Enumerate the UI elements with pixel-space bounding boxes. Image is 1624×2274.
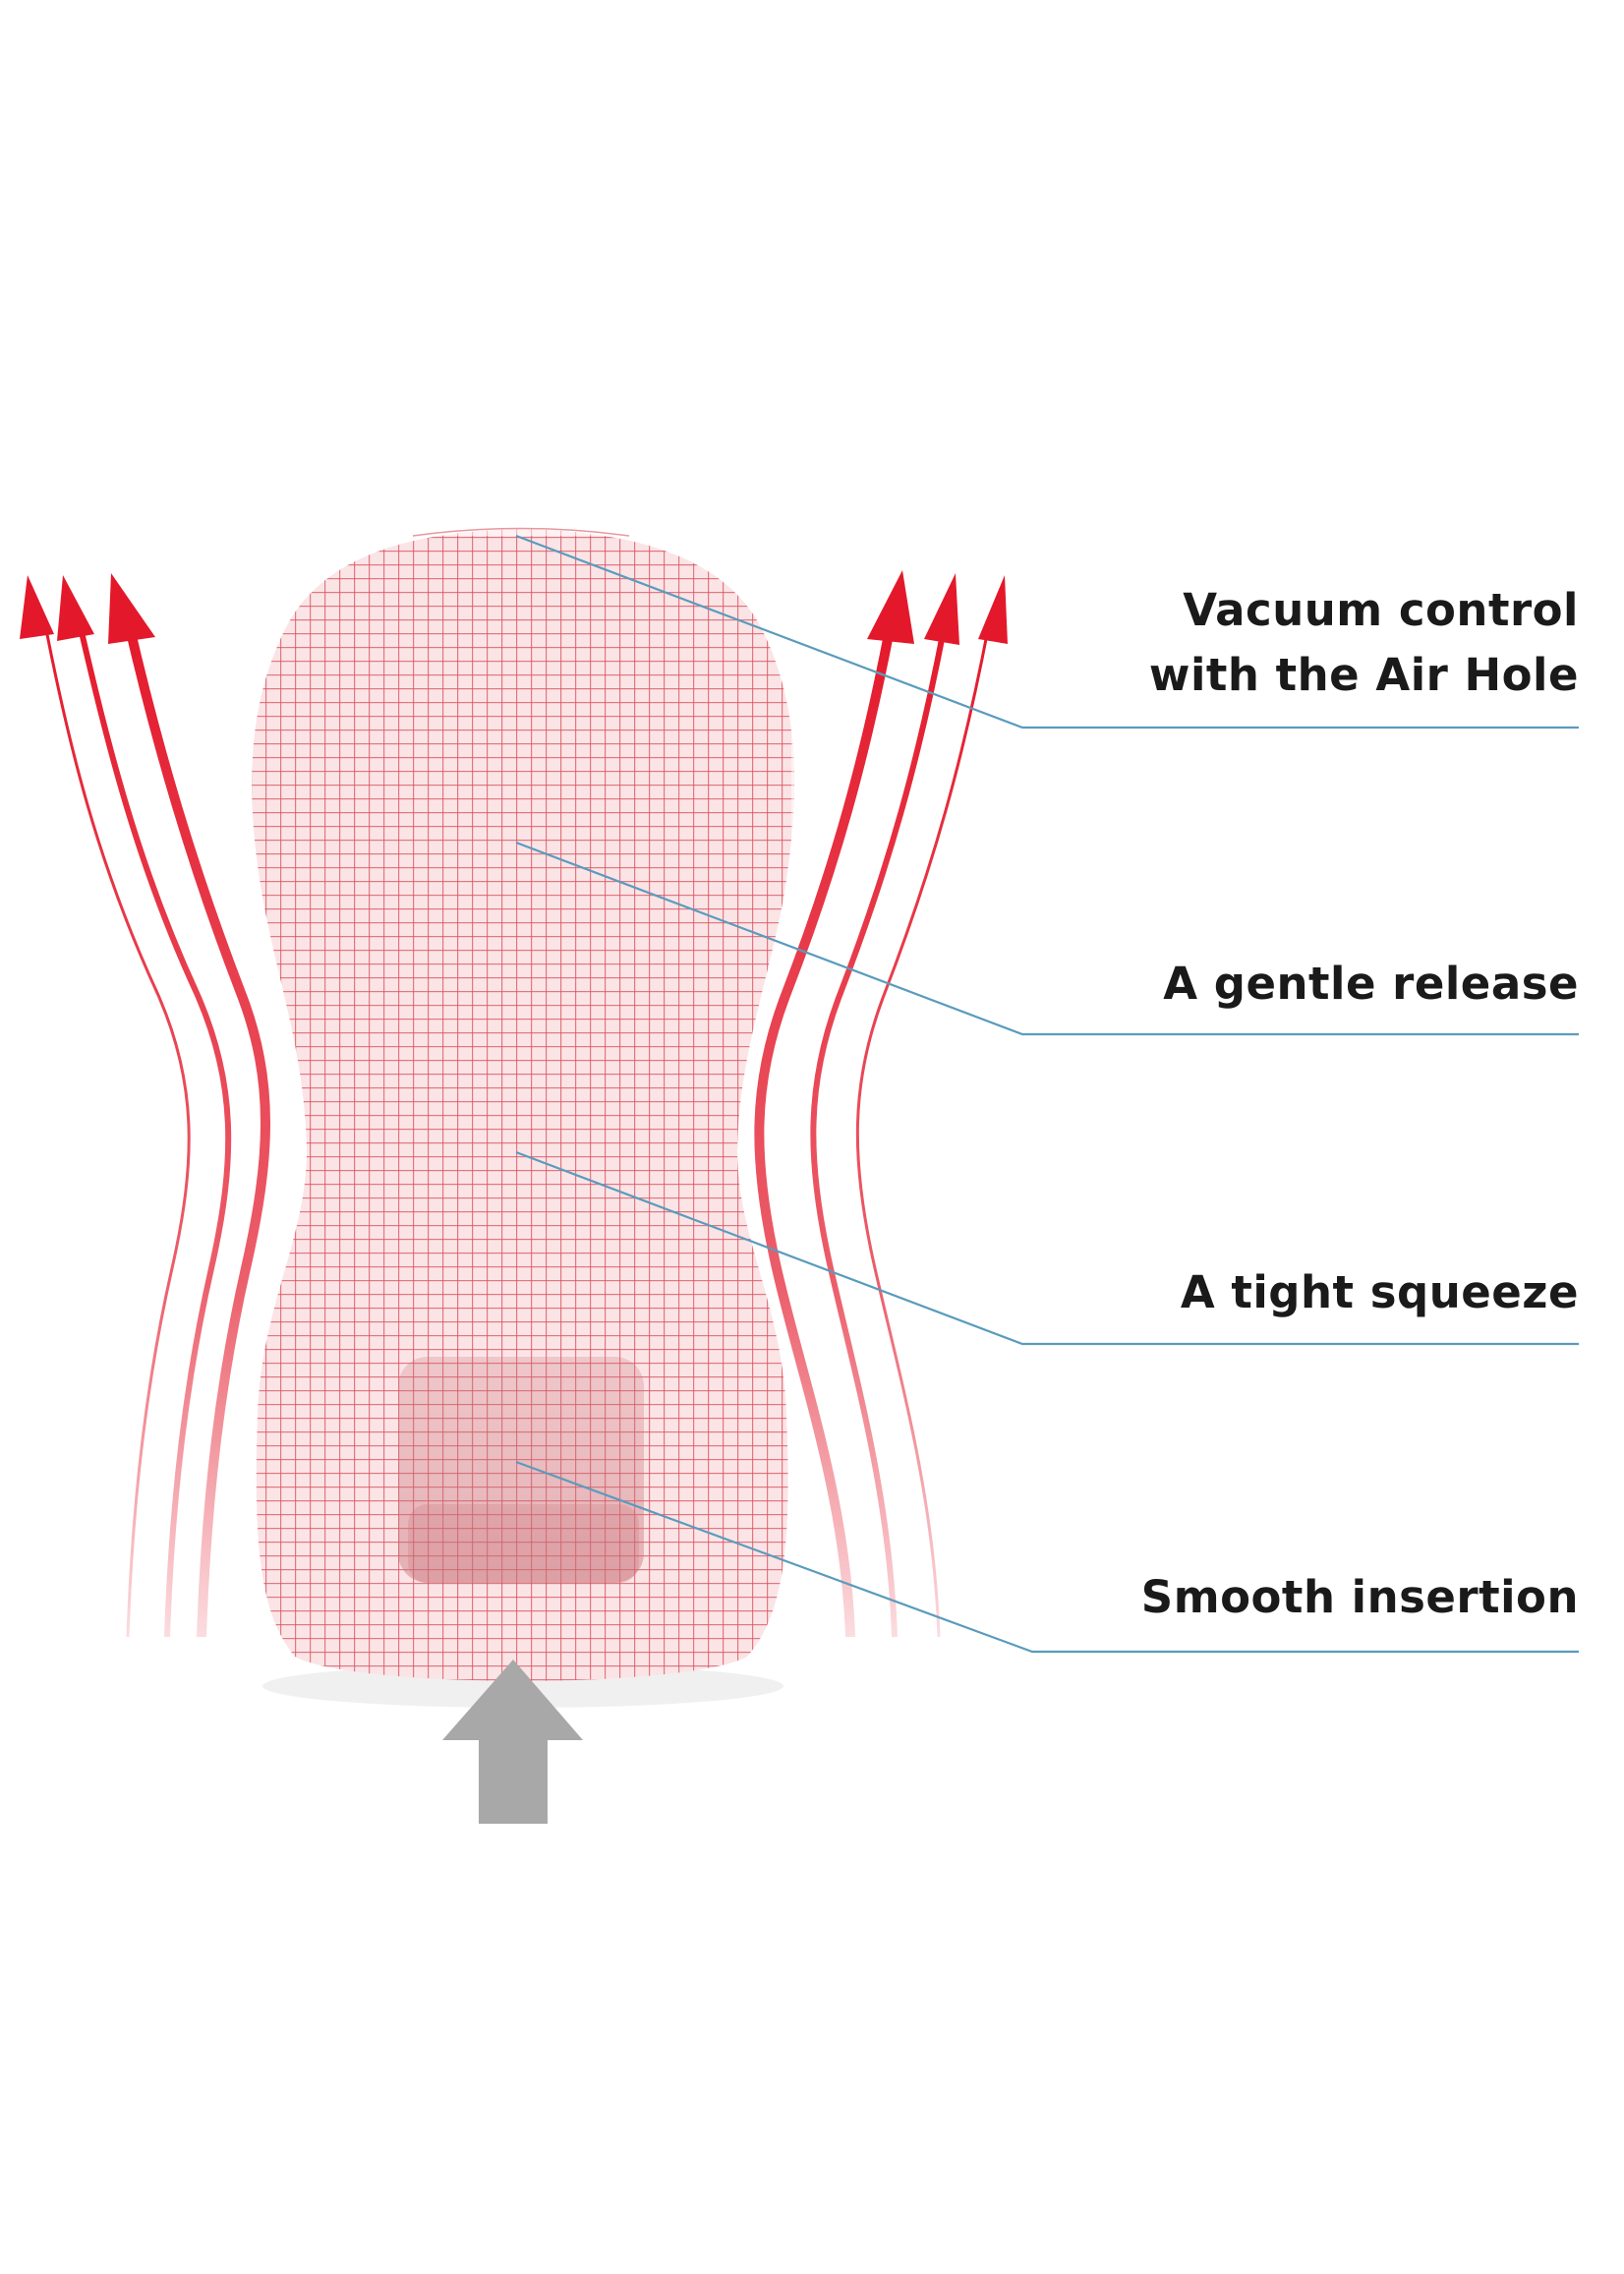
- leader-line-squeeze: [515, 1150, 1579, 1346]
- label-vacuum-control: Vacuum control with the Air Hole: [1149, 578, 1579, 708]
- label-squeeze-line-1: A tight squeeze: [1180, 1266, 1579, 1318]
- left-flow-arrows-icon: [20, 573, 270, 1638]
- leader-line-gentle: [515, 841, 1579, 1036]
- label-vacuum-line-2: with the Air Hole: [1148, 649, 1579, 701]
- leader-lines: [515, 534, 1579, 1654]
- label-tight-squeeze: A tight squeeze: [1181, 1260, 1579, 1325]
- insertion-arrow-icon: [442, 1660, 583, 1824]
- right-flow-arrows-icon: [754, 570, 1008, 1638]
- leader-line-vacuum: [515, 534, 1579, 729]
- label-vacuum-line-1: Vacuum control: [1183, 584, 1579, 636]
- label-smooth-insertion: Smooth insertion: [1141, 1565, 1579, 1630]
- product-body-mesh: [252, 527, 795, 1708]
- leader-line-smooth: [515, 1460, 1579, 1654]
- label-gentle-line-1: A gentle release: [1163, 958, 1579, 1010]
- label-gentle-release: A gentle release: [1163, 952, 1579, 1017]
- label-smooth-line-1: Smooth insertion: [1140, 1571, 1579, 1623]
- inner-sleeve: [398, 1357, 644, 1583]
